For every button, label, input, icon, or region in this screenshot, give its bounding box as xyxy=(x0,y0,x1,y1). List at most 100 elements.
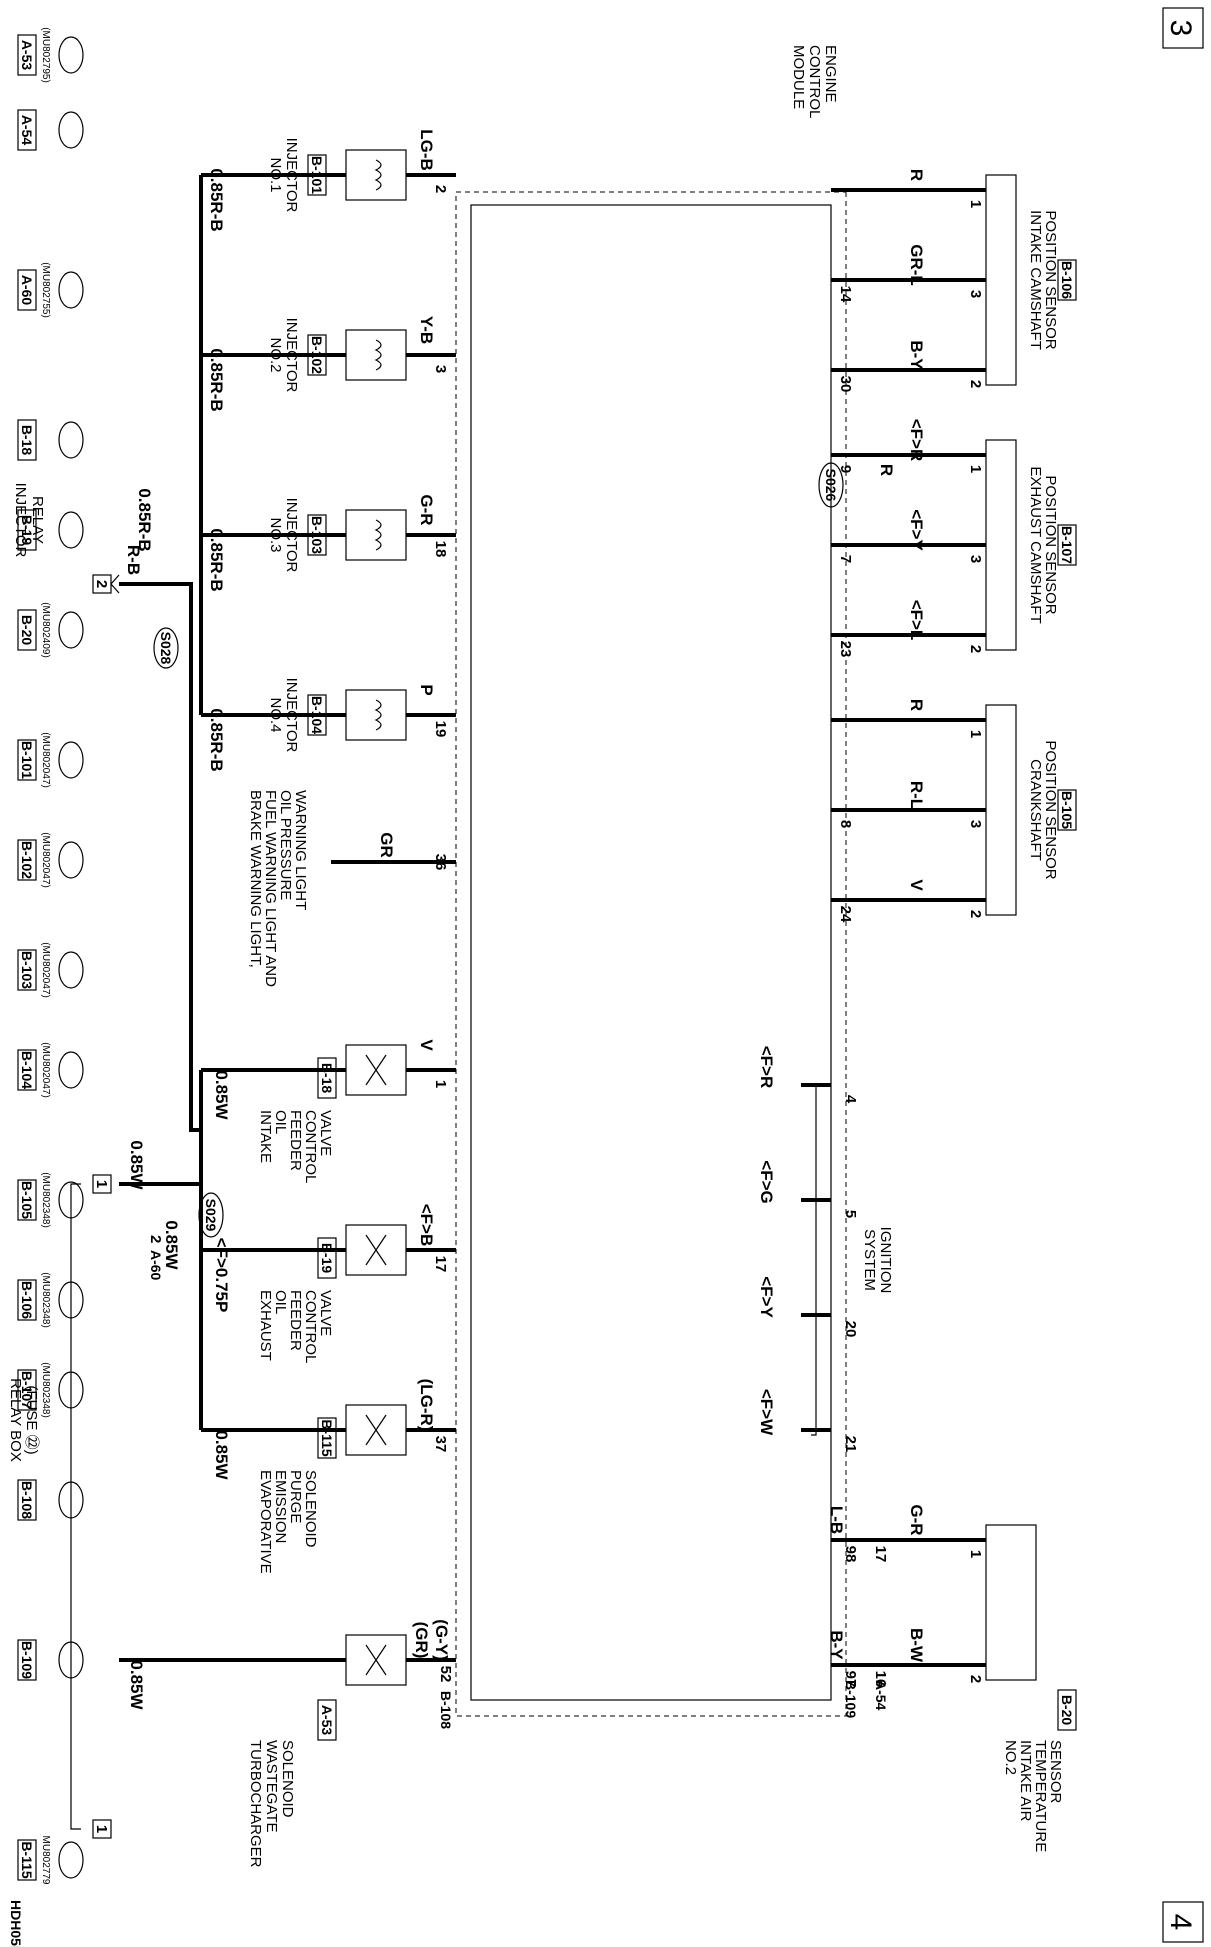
turbo-name: SOLENOID xyxy=(279,1740,296,1818)
connector-part: (MU802409) xyxy=(40,602,51,658)
connector-part: (MU802755) xyxy=(40,262,51,318)
iat-a54-pin: 16 xyxy=(872,1671,889,1688)
valve-ecm-pin: 1 xyxy=(432,1080,449,1088)
sensor-pin: 3 xyxy=(967,555,984,563)
sensor-pin: 2 xyxy=(967,910,984,918)
valve-ecm-pin: 17 xyxy=(432,1256,449,1273)
splice-s029-label: S029 xyxy=(203,1199,219,1232)
splice-s028 xyxy=(153,627,179,669)
connector-part: (MU802047) xyxy=(40,832,51,888)
sensor-pin: 1 xyxy=(967,465,984,473)
valve-tag-box xyxy=(317,1417,337,1459)
injector-coil xyxy=(345,689,407,741)
injector-wire-out: G-R xyxy=(417,494,436,525)
coil-icon xyxy=(374,699,382,731)
valve-wire-in: 0.85W xyxy=(212,1430,231,1480)
connector-a-53: A-53(MU802795) xyxy=(17,27,84,83)
ignition-name: SYSTEM xyxy=(861,1229,878,1291)
sensor-tag: B-107 xyxy=(1059,526,1075,564)
connector-part: (MU802795) xyxy=(40,27,51,83)
iat-name: INTAKE AIR xyxy=(1017,1740,1034,1822)
connector-tag: A-60 xyxy=(19,275,35,306)
splice-s026 xyxy=(818,462,844,508)
sensor-name: POSITION SENSOR xyxy=(1042,475,1059,614)
svg-text:INJECTOR: INJECTOR xyxy=(12,483,29,558)
iat-body xyxy=(985,1524,1037,1681)
connector-tag: B-115 xyxy=(19,1841,35,1879)
ecm-outline xyxy=(455,191,847,1717)
connector-b-107: B-107(MU802348) xyxy=(17,1362,84,1418)
valve-name: EXHAUST xyxy=(257,1290,274,1361)
solenoid-icon xyxy=(365,1234,387,1266)
iat-tag-box xyxy=(1057,1689,1077,1731)
connector-part: (MU802047) xyxy=(40,942,51,998)
ecm-inner-box xyxy=(470,204,832,1701)
connector-b-102: B-102(MU802047) xyxy=(17,832,84,888)
connector-legend: A-53(MU802795)A-54A-60(MU802755)B-18B-19… xyxy=(17,27,84,1885)
injector-wire-out: P xyxy=(417,684,436,695)
turbo-b108: B-108 xyxy=(438,1691,454,1729)
injector-wire-out: Y-B xyxy=(417,316,436,344)
turbo-name: WASTEGATE xyxy=(263,1740,280,1833)
injector-coil xyxy=(345,149,407,201)
turbo-tag: A-53 xyxy=(319,1705,335,1736)
sensor-wire-label: <F>L xyxy=(907,600,926,641)
connector-face-icon xyxy=(58,1051,84,1089)
valve-bus-label: 0.85W xyxy=(162,1220,181,1270)
iat-ecm-pin: 97 xyxy=(842,1671,859,1688)
valve-3: EVAPORATIVEEMISSIONPURGESOLENOIDB-1150.8… xyxy=(201,1379,456,1574)
connector-tag: B-106 xyxy=(19,1281,35,1319)
injector-wire-out: LG-B xyxy=(417,129,436,171)
connector-b-103: B-103(MU802047) xyxy=(17,942,84,998)
injector-wire-in: 0.85R-B xyxy=(207,708,226,771)
sensor-wire-label: <F>Y xyxy=(907,509,926,551)
connector-a-54: A-54 xyxy=(17,109,84,151)
valve-name: FEEDER xyxy=(287,1110,304,1171)
sensor-tag: B-106 xyxy=(1059,261,1075,299)
iat-b109-tag: B-109 xyxy=(843,1680,859,1718)
relay-box-pin-right: 1 xyxy=(92,1819,112,1839)
connector-tag: B-20 xyxy=(19,615,35,646)
iat-a54-pin: 17 xyxy=(872,1546,889,1563)
ecm-label: ENGINE CONTROL MODULE xyxy=(790,45,839,118)
valve-tag-box xyxy=(317,1057,337,1099)
a60-tag: A-60 xyxy=(148,1250,164,1281)
valve-tag: B-19 xyxy=(319,1243,335,1274)
connector-b-101: B-101(MU802047) xyxy=(17,732,84,788)
sensor-name: INTAKE CAMSHAFT xyxy=(1027,210,1044,350)
coil-icon xyxy=(374,159,382,191)
iat-wire-sensor: B-W xyxy=(907,1628,926,1663)
injector-coil xyxy=(345,329,407,381)
injector-wire-in: 0.85R-B xyxy=(207,528,226,591)
iat-name: SENSOR xyxy=(1047,1740,1064,1804)
sensor-tag-box xyxy=(1057,789,1077,831)
injector-relay-wire-label: R-B xyxy=(124,545,143,575)
connector-tag: B-104 xyxy=(19,1051,35,1089)
connector-face-icon xyxy=(58,741,84,779)
valve-name: OIL xyxy=(272,1110,289,1134)
sensor-tag: B-105 xyxy=(1059,791,1075,829)
a60-pin: 2 xyxy=(147,1235,164,1243)
sensor-pin: 3 xyxy=(967,820,984,828)
sensor-tag-box xyxy=(1057,524,1077,566)
svg-text:RELAY: RELAY xyxy=(29,496,46,544)
connector-b-105: B-105(MU802348) xyxy=(17,1172,84,1228)
injector-ecm-pin: 18 xyxy=(432,541,449,558)
valve-wire-in: <F>0.75P xyxy=(212,1238,231,1313)
iat-wire-sensor: G-R xyxy=(907,1504,926,1535)
ecm-r-wire-label: R xyxy=(877,464,896,476)
iat-ecm-pin: 98 xyxy=(842,1546,859,1563)
ignition-bracket xyxy=(811,1084,817,1436)
valve-name: CONTROL xyxy=(302,1110,319,1183)
sensor-wire-label: R xyxy=(907,169,926,181)
connector-b-109: B-109 xyxy=(17,1639,84,1681)
connector-tag: A-54 xyxy=(19,115,35,146)
connector-face-icon xyxy=(58,1181,84,1219)
svg-text:CONTROL: CONTROL xyxy=(806,45,823,118)
connector-face-icon xyxy=(58,421,84,459)
sensor-body xyxy=(985,704,1017,916)
sensor-ecm-pin: 23 xyxy=(837,641,854,658)
